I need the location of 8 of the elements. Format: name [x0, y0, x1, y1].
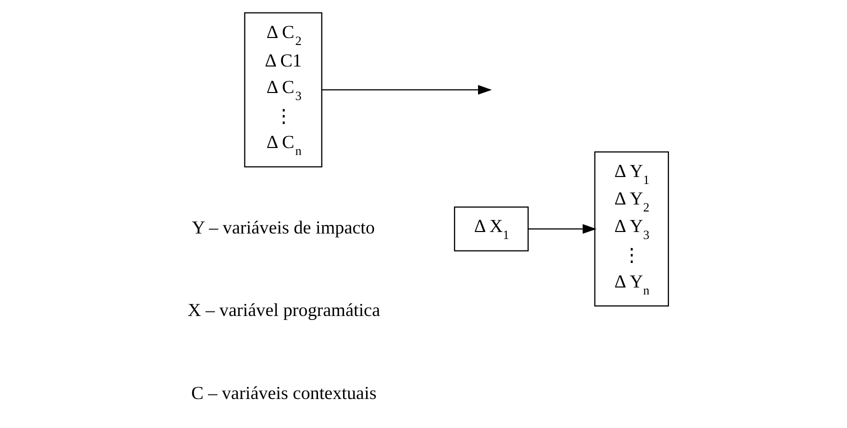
- label: X – variável programática: [188, 300, 380, 320]
- node-box: Δ Y$_{1}$ Δ Y$_{2}$ Δ Y$_{3}$ ⋮ Δ Y$_{n}$: [594, 151, 669, 307]
- node-box: Δ C$_{2}$ Δ C1 Δ C$_{3}$ ⋮ Δ C$_{n}$: [244, 12, 322, 168]
- arrow: [528, 224, 596, 234]
- label: Y – variáveis de impacto: [192, 217, 375, 238]
- node-box: Δ X$_{1}$: [454, 206, 529, 252]
- arrow: [322, 84, 492, 95]
- label: C – variáveis contextuais: [191, 382, 376, 403]
